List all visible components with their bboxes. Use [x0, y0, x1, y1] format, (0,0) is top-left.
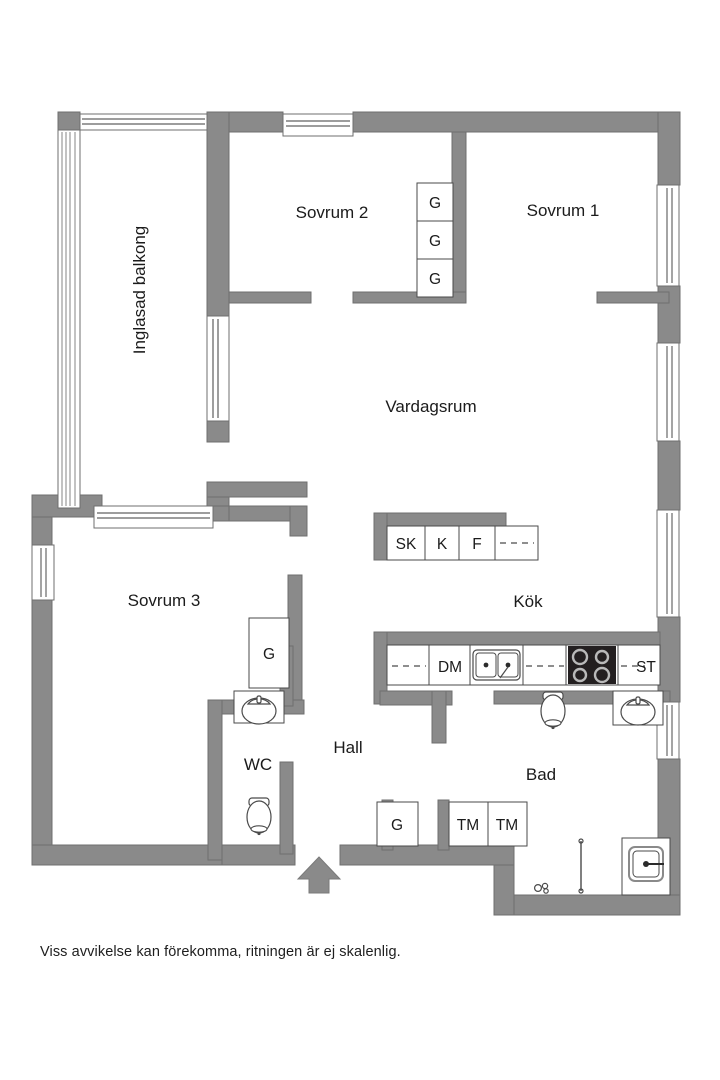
- window-sovrum3-top: [93, 505, 214, 529]
- shower-rail-bad: [578, 838, 584, 894]
- unit-label-sk-kok: SK: [396, 536, 417, 553]
- kitchen-counters: [386, 525, 661, 686]
- unit-label-k-kok: K: [437, 536, 448, 553]
- entrance-arrow: [296, 856, 342, 894]
- cooktop-icon: [568, 646, 616, 684]
- unit-label-g-sovrum1-top: G: [429, 195, 441, 212]
- sink-kitchen-icon: [472, 649, 521, 681]
- room-label-sovrum1: Sovrum 1: [527, 201, 600, 220]
- toilet-bad-icon: [540, 691, 566, 730]
- window-vardagsrum-right: [656, 342, 680, 442]
- unit-label-g-sovrum3: G: [263, 646, 275, 663]
- room-label-bad: Bad: [526, 765, 556, 784]
- room-labels: Inglasad balkong Sovrum 2 Sovrum 1 Varda…: [128, 201, 600, 784]
- room-label-sovrum2: Sovrum 2: [296, 203, 369, 222]
- unit-label-g-sovrum1-mid: G: [429, 233, 441, 250]
- door-balcony-vardagsrum: [206, 315, 230, 422]
- room-label-hall: Hall: [333, 738, 362, 757]
- room-label-kok: Kök: [513, 592, 543, 611]
- wall-structure: [31, 111, 681, 916]
- room-label-balkong: Inglasad balkong: [130, 226, 149, 355]
- unit-labels: G G G SK K F DM ST G G TM TM: [263, 195, 656, 834]
- unit-label-tm-hall-left: TM: [457, 817, 479, 834]
- unit-label-tm-hall-right: TM: [496, 817, 518, 834]
- window-balcony-left: [57, 129, 81, 509]
- plan-disclaimer-caption: Viss avvikelse kan förekomma, ritningen …: [40, 944, 401, 960]
- window-sovrum2-top: [282, 113, 354, 137]
- window-sovrum1-right: [656, 184, 680, 287]
- window-balcony-top: [79, 113, 208, 131]
- unit-label-g-hall: G: [391, 817, 403, 834]
- room-label-vardagsrum: Vardagsrum: [385, 397, 476, 416]
- windows: [31, 113, 680, 760]
- toilet-wc-icon: [246, 797, 272, 836]
- window-sovrum3-left: [31, 544, 55, 601]
- unit-boxes: [248, 182, 528, 847]
- unit-label-dm-kok: DM: [438, 659, 462, 676]
- floor-drain-bad-icon: [533, 882, 549, 894]
- unit-label-st-kok: ST: [636, 659, 656, 676]
- unit-label-f-kok: F: [472, 536, 481, 553]
- unit-label-g-sovrum1-bot: G: [429, 271, 441, 288]
- shower-bad-icon: [621, 837, 671, 896]
- plumbing-fixtures: [233, 690, 671, 896]
- room-label-wc: WC: [244, 755, 272, 774]
- room-label-sovrum3: Sovrum 3: [128, 591, 201, 610]
- window-kok-right: [656, 509, 680, 618]
